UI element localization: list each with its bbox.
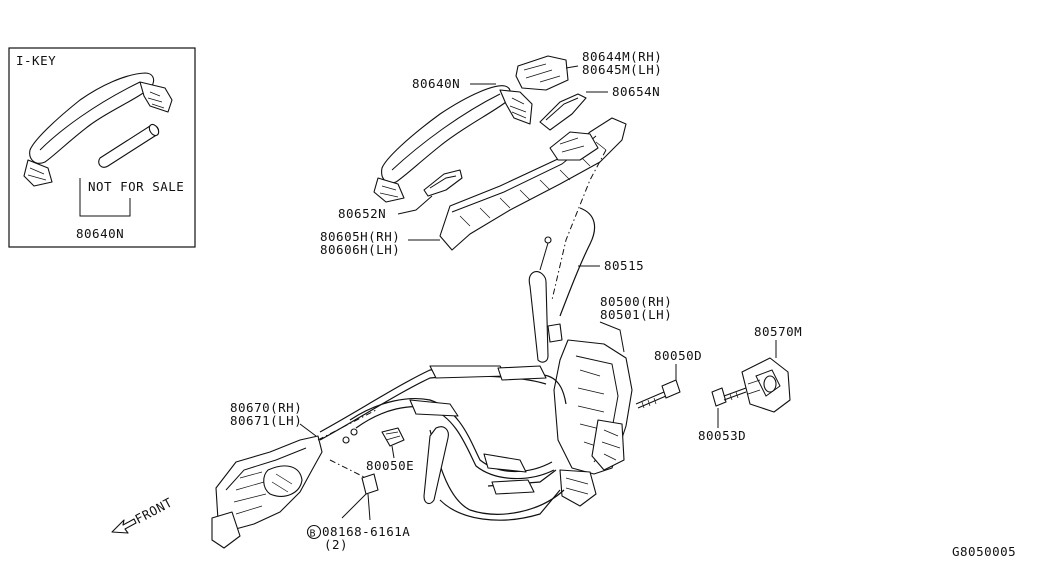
inset-note-not-for-sale: NOT FOR SALE	[88, 179, 184, 194]
figure-code: G8050005	[952, 544, 1016, 559]
inset-title: I-KEY	[16, 53, 56, 68]
rod-cables	[319, 365, 567, 521]
screw-80050D	[635, 364, 681, 409]
label-80652N: 80652N	[338, 206, 386, 221]
label-80654N: 80654N	[612, 84, 660, 99]
cable-80515	[528, 207, 600, 363]
label-80570M: 80570M	[754, 324, 802, 339]
ikey-inset: I-KEY NOT FOR SALE 80640N	[8, 47, 196, 248]
front-arrow	[111, 518, 137, 534]
inset-part-80640N: 80640N	[76, 226, 124, 241]
striker-80570M	[741, 340, 791, 413]
escutcheon-80644M	[515, 55, 579, 91]
front-label: FRONT	[132, 495, 174, 527]
bolt-symbol: B	[310, 529, 317, 540]
gasket-80652N	[397, 169, 463, 215]
label-80500: 80500(RH)	[600, 294, 672, 309]
label-80501: 80501(LH)	[600, 307, 672, 322]
clip-80050E	[381, 427, 405, 459]
outside-handle-80640N	[373, 83, 533, 203]
label-80640N: 80640N	[412, 76, 460, 91]
bolt-symbol-circle	[306, 524, 322, 540]
door-lock-actuator-80500	[553, 321, 633, 507]
bracket-80605H	[408, 117, 627, 251]
inset-handle-drawing	[23, 72, 173, 187]
label-80050E: 80050E	[366, 458, 414, 473]
label-80605H: 80605H(RH)	[320, 229, 400, 244]
label-80644M: 80644M(RH)	[582, 49, 662, 64]
label-80670: 80670(RH)	[230, 400, 302, 415]
label-80606H: 80606H(LH)	[320, 242, 400, 257]
label-80645M: 80645M(LH)	[582, 62, 662, 77]
screw-80053D	[711, 387, 747, 428]
label-80515: 80515	[604, 258, 644, 273]
label-08168-6161A: 08168-6161A	[322, 524, 410, 539]
label-08168-qty: (2)	[324, 537, 348, 552]
label-80671: 80671(LH)	[230, 413, 302, 428]
label-80050D: 80050D	[654, 348, 702, 363]
gasket-80654N	[539, 91, 608, 131]
inside-handle-80670	[211, 423, 323, 549]
bolt-08168-6161A	[341, 473, 379, 521]
label-80053D: 80053D	[698, 428, 746, 443]
